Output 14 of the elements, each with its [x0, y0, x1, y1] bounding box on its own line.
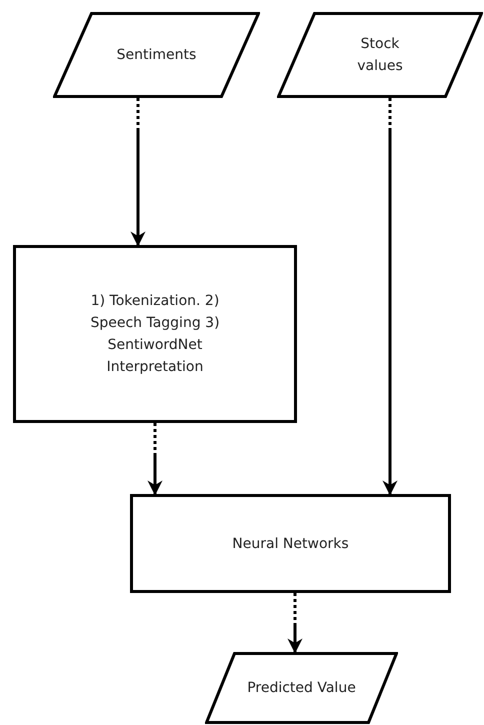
node-text: Sentiments: [116, 46, 196, 65]
node-text: 1) Tokenization. 2) Speech Tagging 3) SentiwordNet Interpretation: [89, 292, 221, 377]
node-text: Predicted Value: [247, 679, 356, 698]
node-text: Neural Networks: [232, 534, 349, 554]
data-parallelogram: [205, 652, 398, 724]
arrow: [148, 423, 162, 496]
data-parallelogram: [53, 12, 260, 98]
process-box: [13, 245, 297, 423]
arrow: [130, 98, 146, 246]
arrow: [382, 98, 398, 496]
data-parallelogram: [277, 12, 483, 98]
node-text: Stock values: [356, 35, 404, 76]
arrow: [288, 593, 302, 654]
process-box: [130, 494, 451, 593]
